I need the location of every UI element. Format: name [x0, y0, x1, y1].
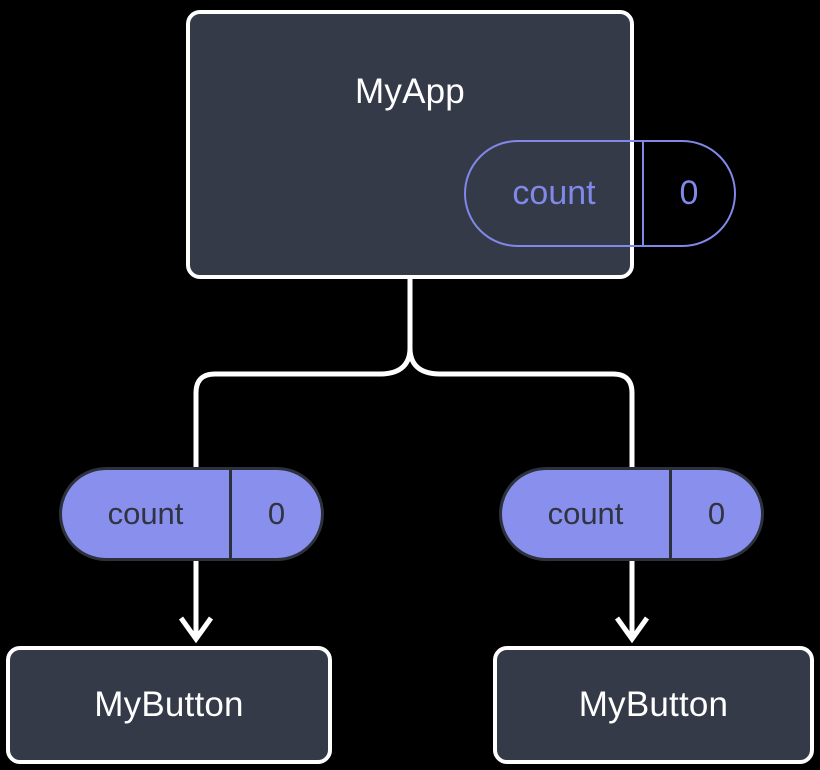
component-title-mybutton: MyButton: [578, 685, 729, 724]
prop-pill-key: count: [502, 470, 672, 558]
arrowhead-right-icon: [614, 616, 650, 644]
prop-pill-right[interactable]: count 0: [499, 467, 764, 561]
arrowhead-left-icon: [178, 616, 214, 644]
prop-pill-left[interactable]: count 0: [59, 467, 324, 561]
component-title-myapp: MyApp: [355, 72, 465, 111]
state-pill-myapp[interactable]: count 0: [464, 140, 736, 247]
component-node-myapp[interactable]: MyApp count 0: [186, 10, 736, 279]
prop-pill-key: count: [62, 470, 232, 558]
wire-fork-left: [193, 345, 413, 471]
state-pill-value: 0: [679, 174, 699, 212]
state-pill-key: count: [466, 142, 644, 245]
component-title-mybutton: MyButton: [94, 685, 244, 724]
wire-fork-right: [407, 345, 635, 471]
component-node-mybutton-right[interactable]: MyButton: [493, 646, 814, 764]
component-node-mybutton-left[interactable]: MyButton: [6, 646, 332, 764]
prop-pill-value: 0: [267, 496, 286, 531]
prop-pill-value: 0: [707, 496, 726, 531]
